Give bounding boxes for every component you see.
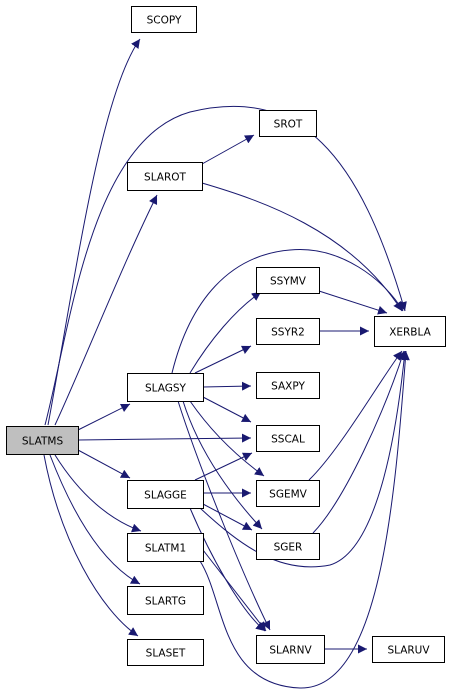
edge-slarot-to-xerbla xyxy=(201,182,403,312)
node-box-slaset xyxy=(127,639,204,666)
node-slagsy[interactable]: SLAGSY xyxy=(127,373,204,402)
edge-slatms-to-slatm1 xyxy=(54,454,142,533)
node-slaruv[interactable]: SLARUV xyxy=(372,636,445,663)
node-box-slagsy xyxy=(127,373,204,402)
node-box-scopy xyxy=(131,6,197,33)
node-slagge[interactable]: SLAGGE xyxy=(127,480,204,509)
edge-sgemv-to-xerbla xyxy=(308,350,403,481)
node-box-sscal xyxy=(256,425,320,452)
edge-slagsy-to-slarnv xyxy=(177,400,271,631)
node-box-srot xyxy=(259,110,317,137)
node-box-slatms xyxy=(6,426,79,455)
edge-slatm1-to-slarnv xyxy=(202,549,267,632)
edge-slarot-to-srot xyxy=(201,134,255,165)
node-box-ssyr2 xyxy=(256,318,320,345)
node-box-slatm1 xyxy=(127,533,204,562)
node-label-ssyr2: SSYR2 xyxy=(271,327,305,339)
edge-slatms-to-xerbla xyxy=(44,105,407,426)
node-sgemv[interactable]: SGEMV xyxy=(256,480,320,507)
node-box-ssymv xyxy=(256,267,320,294)
node-sscal[interactable]: SSCAL xyxy=(256,425,320,452)
edge-slatms-to-slartg xyxy=(49,454,141,585)
node-label-slatm1: SLATM1 xyxy=(145,543,186,555)
node-box-saxpy xyxy=(256,372,320,399)
node-slatms[interactable]: SLATMS xyxy=(6,426,79,455)
node-label-slaset: SLASET xyxy=(146,648,186,660)
node-box-slarot xyxy=(127,162,203,191)
edge-slatms-to-slagsy xyxy=(77,403,131,431)
edge-slagsy-to-ssyr2 xyxy=(194,345,252,374)
edge-slatms-to-slagge xyxy=(77,449,131,479)
node-label-slagge: SLAGGE xyxy=(144,490,187,502)
node-xerbla[interactable]: XERBLA xyxy=(374,316,446,347)
node-label-xerbla: XERBLA xyxy=(389,327,431,339)
edge-slagsy-to-xerbla xyxy=(171,249,404,374)
node-label-sscal: SSCAL xyxy=(271,434,305,446)
node-srot[interactable]: SROT xyxy=(259,110,317,137)
node-label-slatms: SLATMS xyxy=(22,436,64,448)
node-layer: SLATMS SCOPY SROT SLAROT SSYMV XERBLA SSYR2SLA… xyxy=(6,6,446,666)
node-box-slarnv xyxy=(256,635,325,664)
node-box-sgemv xyxy=(256,480,320,507)
edge-slagsy-to-sgemv xyxy=(189,400,265,477)
edge-slatms-to-sscal xyxy=(77,433,252,443)
node-box-xerbla xyxy=(374,316,446,347)
node-slarnv[interactable]: SLARNV xyxy=(256,635,325,664)
edge-layer xyxy=(43,38,410,689)
node-label-srot: SROT xyxy=(274,119,303,131)
edge-slagsy-to-ssymv xyxy=(189,291,262,374)
edge-slagsy-to-saxpy xyxy=(202,381,252,391)
node-ssyr2[interactable]: SSYR2 xyxy=(256,318,320,345)
edge-slatm1-to-xerbla xyxy=(199,350,410,689)
node-label-slartg: SLARTG xyxy=(145,596,186,608)
node-ssymv[interactable]: SSYMV xyxy=(256,267,320,294)
node-slarot[interactable]: SLAROT xyxy=(127,162,203,191)
node-slaset[interactable]: SLASET xyxy=(127,639,204,666)
edge-slagge-to-sscal xyxy=(194,452,253,481)
node-box-slartg xyxy=(127,586,204,615)
node-label-scopy: SCOPY xyxy=(147,15,182,27)
edge-slagge-to-sger xyxy=(202,503,253,531)
node-label-slarnv: SLARNV xyxy=(269,645,312,657)
node-slartg[interactable]: SLARTG xyxy=(127,586,204,615)
node-label-slagsy: SLAGSY xyxy=(145,383,187,395)
node-label-ssymv: SSYMV xyxy=(270,276,307,288)
node-label-sgemv: SGEMV xyxy=(269,489,307,501)
node-label-saxpy: SAXPY xyxy=(271,381,305,393)
node-sger[interactable]: SGER xyxy=(256,533,320,560)
node-label-slaruv: SLARUV xyxy=(387,645,430,657)
edge-slatms-to-slarot xyxy=(54,194,158,426)
edge-slagge-to-xerbla xyxy=(199,350,409,568)
node-scopy[interactable]: SCOPY xyxy=(131,6,197,33)
node-label-slarot: SLAROT xyxy=(144,172,186,184)
edge-slatms-to-scopy xyxy=(47,38,141,426)
node-label-sger: SGER xyxy=(274,542,303,554)
node-box-slagge xyxy=(127,480,204,509)
node-slatm1[interactable]: SLATM1 xyxy=(127,533,204,562)
node-saxpy[interactable]: SAXPY xyxy=(256,372,320,399)
edge-sger-to-xerbla xyxy=(312,350,406,534)
node-box-sger xyxy=(256,533,320,560)
node-box-slaruv xyxy=(372,636,445,663)
edge-ssymv-to-xerbla xyxy=(318,290,388,315)
edge-slatms-to-slaset xyxy=(43,454,139,637)
edge-slagsy-to-sger xyxy=(182,400,263,530)
edge-slagsy-to-sscal xyxy=(202,396,252,423)
